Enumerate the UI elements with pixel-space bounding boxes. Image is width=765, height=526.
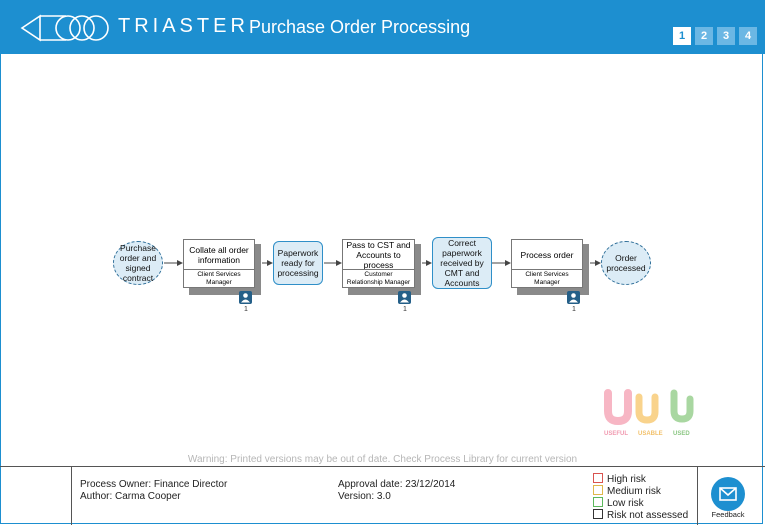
legend-not-assessed: Risk not assessed [593, 509, 688, 522]
feedback-button[interactable] [711, 477, 745, 511]
page-button-2[interactable]: 2 [695, 27, 713, 45]
task-title: Collate all order information [189, 244, 249, 265]
task-process-order[interactable]: Process order Client Services Manager [511, 239, 583, 288]
page-button-1[interactable]: 1 [673, 27, 691, 45]
badge-usable-label: USABLE [638, 431, 663, 437]
legend-label: Risk not assessed [607, 510, 689, 521]
task-count: 1 [244, 306, 248, 313]
legend-swatch [593, 509, 603, 519]
version: Version: 3.0 [338, 491, 391, 502]
task-role: Client Services Manager [512, 269, 582, 287]
legend-label: Medium risk [607, 486, 661, 497]
legend-swatch [593, 485, 603, 495]
data-label: Paperwork ready for processing [277, 248, 319, 278]
end-event[interactable] [601, 241, 651, 285]
feedback-label: Feedback [711, 510, 745, 519]
task-count: 1 [572, 306, 576, 313]
footer [0, 466, 765, 526]
footer-divider [71, 467, 72, 525]
author: Author: Carma Cooper [80, 491, 181, 502]
page-button-4[interactable]: 4 [739, 27, 757, 45]
connector-arrows [164, 260, 601, 266]
legend-low-risk: Low risk [593, 497, 644, 510]
page-title: Purchase Order Processing [249, 17, 471, 37]
footer-divider [697, 467, 698, 525]
start-event[interactable] [113, 241, 163, 285]
page-selector: 1 2 3 4 [673, 27, 757, 45]
brand-name: TRIASTER [118, 15, 249, 37]
person-icon[interactable] [398, 291, 411, 304]
task-collate-order-info[interactable]: Collate all order information Client Ser… [183, 239, 255, 288]
task-title: Process order [520, 249, 574, 260]
legend-medium-risk: Medium risk [593, 485, 661, 498]
triaster-logo-icon [20, 14, 109, 42]
data-label: Correct paperwork received by CMT and Ac… [440, 238, 484, 288]
task-pass-to-cst[interactable]: Pass to CST and Accounts to process Cust… [342, 239, 415, 288]
task-role: Customer Relationship Manager [343, 269, 414, 287]
envelope-icon [719, 487, 737, 501]
print-warning: Warning: Printed versions may be out of … [187, 454, 578, 465]
badge-used-label: USED [673, 431, 690, 437]
legend-swatch [593, 497, 603, 507]
person-icon[interactable] [239, 291, 252, 304]
data-paperwork-ready[interactable] [273, 241, 323, 285]
end-event-label: Order processed [606, 253, 646, 273]
legend-swatch [593, 473, 603, 483]
task-role: Client Services Manager [184, 269, 254, 287]
legend-label: High risk [607, 474, 646, 485]
page-button-3[interactable]: 3 [717, 27, 735, 45]
task-title: Pass to CST and Accounts to process [346, 239, 411, 270]
approval-date: Approval date: 23/12/2014 [338, 479, 456, 490]
start-event-label: Purchase order and signed contract [119, 243, 157, 283]
legend-label: Low risk [607, 498, 644, 509]
legend-high-risk: High risk [593, 473, 646, 486]
useful-usable-used-badge-icon [604, 389, 694, 426]
person-icon[interactable] [567, 291, 580, 304]
data-correct-paperwork[interactable] [432, 237, 492, 289]
badge-useful-label: USEFUL [604, 431, 628, 437]
task-count: 1 [403, 306, 407, 313]
process-owner: Process Owner: Finance Director [80, 479, 228, 490]
process-map-canvas: Purchase order and signed contract Colla… [0, 54, 765, 466]
header-bar: TRIASTER Purchase Order Processing 1 2 3… [0, 0, 765, 54]
